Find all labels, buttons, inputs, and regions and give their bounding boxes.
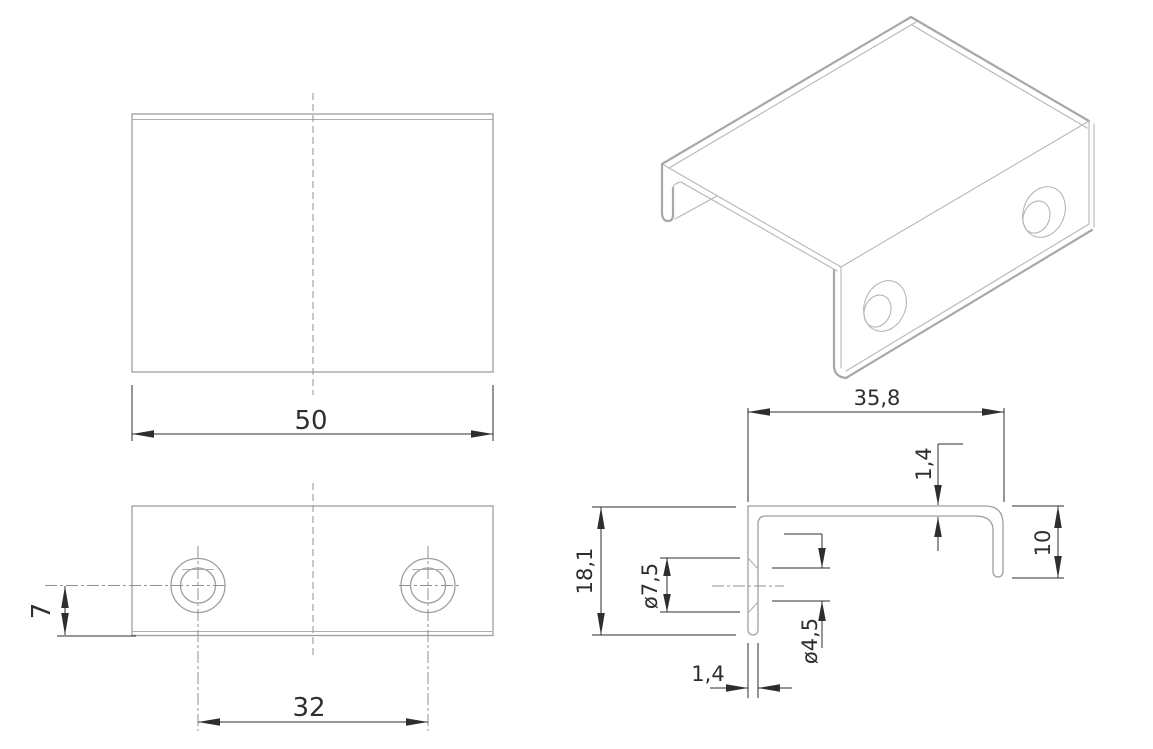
dim-depth-value: 35,8 [854,386,901,410]
iso-end-thickness-line [911,24,1088,129]
iso-hole-right-countersink [1022,186,1066,238]
dim-lip-height: 10 [1012,505,1064,579]
dim-profile-height-value: 18,1 [573,548,597,595]
iso-channel-inner-edge [680,181,838,272]
dim-lip-height-value: 10 [1031,530,1055,557]
top-view: 50 [131,93,494,441]
side-view-profile [747,505,1004,636]
dim-overall-width: 50 [131,385,494,441]
iso-lip-inner-curve [672,181,682,189]
iso-hole-left-countersink [863,280,907,332]
dim-hole-edge-distance: 7 [27,586,136,637]
iso-back-fold-line [668,21,917,169]
front-view: 7 32 [27,483,494,731]
iso-hole-left-bore [863,294,892,328]
isometric-view [660,15,1095,380]
dim-hole-spacing: 32 [198,693,428,726]
hole-left [45,546,228,731]
dim-profile-height: 18,1 [573,506,736,636]
iso-top-right-edge [909,15,1091,123]
iso-lip-bottom-edge [674,195,718,220]
dim-overall-width-value: 50 [294,406,327,436]
iso-hole-left [863,280,907,332]
dim-countersink-diameter-value: ø7,5 [638,563,662,609]
iso-hole-right [1022,186,1066,238]
dim-material-thickness: 1,4 [691,643,792,698]
dim-top-thickness: 1,4 [912,443,963,551]
hole-right [399,546,461,731]
dim-hole-edge-distance-value: 7 [27,603,57,620]
iso-hole-right-bore [1022,200,1051,234]
dim-depth: 35,8 [747,386,1005,502]
iso-top-left-edge [661,163,842,268]
side-view: 35,8 1,4 10 18,1 [573,386,1064,698]
dim-hole-diameter: ø4,5 [772,533,830,664]
countersink-section-line-bottom [747,601,759,614]
dim-hole-spacing-value: 32 [292,693,325,723]
dim-countersink-diameter: ø7,5 [638,557,740,613]
iso-front-bottom-edge [845,223,1090,372]
iso-front-silhouette [832,228,1094,380]
dim-material-thickness-value: 1,4 [691,662,724,686]
dim-top-thickness-value: 1,4 [912,447,936,480]
iso-top-back-edge [660,15,913,166]
iso-lip-end [660,162,675,223]
dim-hole-diameter-value: ø4,5 [798,618,822,664]
iso-top-front-edge [840,120,1090,268]
countersink-section-line-top [747,557,759,570]
